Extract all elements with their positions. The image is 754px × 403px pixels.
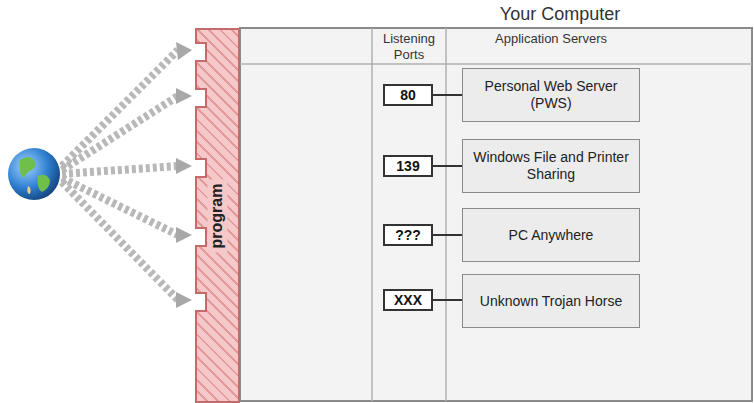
server-name: Unknown Trojan Horse — [480, 293, 622, 310]
server-box: Unknown Trojan Horse — [462, 274, 640, 328]
port-number: 80 — [400, 87, 416, 103]
port-number: 139 — [396, 158, 419, 174]
connector-line — [433, 299, 462, 301]
header-rule — [240, 63, 752, 65]
connector-line — [433, 94, 462, 96]
port-number: ??? — [395, 227, 421, 243]
diagram-title: Your Computer — [430, 4, 690, 25]
program-band: program — [195, 28, 240, 403]
band-label: program — [208, 179, 228, 252]
column-divider — [371, 28, 373, 401]
port-box: 139 — [383, 155, 433, 177]
port-box: ??? — [383, 224, 433, 246]
server-box: Windows File and Printer Sharing — [462, 139, 640, 193]
server-box: Personal Web Server (PWS) — [462, 68, 640, 122]
column-header: Application Servers — [441, 31, 661, 47]
port-box: XXX — [383, 289, 433, 311]
server-name: Windows File and Printer Sharing — [471, 149, 631, 183]
port-link — [433, 166, 462, 167]
port-notch — [195, 227, 207, 247]
server-box: PC Anywhere — [462, 208, 640, 262]
traffic-arrows — [62, 50, 178, 300]
port-notch — [195, 88, 207, 108]
port-link — [433, 235, 462, 236]
connector-line — [433, 165, 462, 167]
connector-line — [433, 234, 462, 236]
port-notch — [195, 158, 207, 178]
server-name: Personal Web Server (PWS) — [471, 78, 631, 112]
port-link — [433, 95, 462, 96]
arrow-heads — [176, 42, 192, 308]
port-number: XXX — [394, 292, 422, 308]
computer-panel — [240, 28, 752, 401]
column-header: Listening Ports — [372, 31, 446, 62]
port-notch — [195, 42, 207, 62]
column-divider — [445, 28, 447, 401]
server-name: PC Anywhere — [509, 227, 594, 244]
port-link — [433, 300, 462, 301]
port-notch — [195, 292, 207, 312]
globe — [8, 148, 60, 200]
port-box: 80 — [383, 84, 433, 106]
